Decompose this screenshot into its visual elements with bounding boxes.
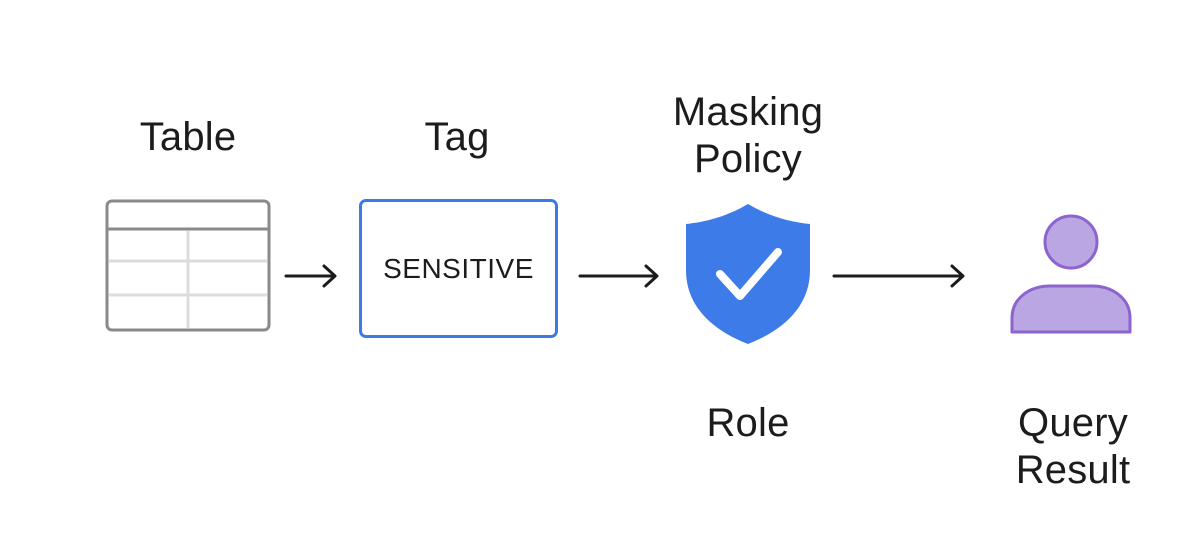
user-icon: [1010, 214, 1132, 334]
tag-text: SENSITIVE: [383, 252, 534, 284]
arrow-tag-to-policy: [578, 264, 659, 288]
query-result-label-line2: Result: [1015, 448, 1131, 492]
arrow-policy-to-result: [832, 264, 965, 288]
role-label: Role: [706, 401, 790, 445]
masking-policy-label-line2: Policy: [694, 137, 802, 181]
masking-policy-label: Masking Policy: [618, 89, 878, 183]
masking-policy-label-line1: Masking: [672, 90, 824, 134]
table-label: Table: [139, 115, 237, 159]
table-icon: [105, 199, 271, 332]
tag-label: Tag: [424, 115, 490, 159]
shield-check-icon: [686, 204, 810, 344]
arrow-table-to-tag: [284, 264, 337, 288]
query-result-label: Query Result: [968, 400, 1178, 494]
tag-box: SENSITIVE: [359, 199, 558, 338]
query-result-label-line1: Query: [1018, 401, 1128, 445]
